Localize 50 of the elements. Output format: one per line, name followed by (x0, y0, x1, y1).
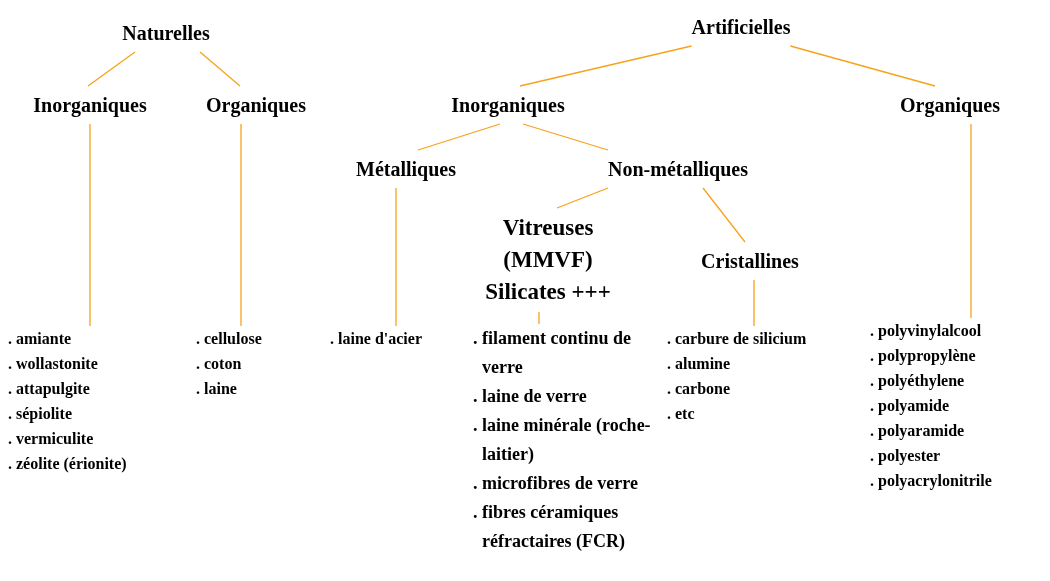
list-item: . carbone (667, 379, 732, 399)
list-item: . amiante (8, 329, 73, 349)
connector-line (395, 187, 397, 327)
list-item: . filament continu de verre (473, 327, 632, 379)
connector-line (522, 123, 609, 151)
list-item: . attapulgite (8, 379, 91, 400)
list-item: . polyaramide (870, 421, 966, 442)
list-item: . laine minérale (roche-laitier) (473, 414, 652, 466)
list-item: . laine (196, 379, 238, 399)
list-item: . polyacrylonitrile (870, 471, 993, 492)
list-item: . alumine (667, 354, 732, 374)
list-item: . microfibres de verre (473, 472, 639, 495)
connector-line (87, 51, 136, 87)
connector-line (417, 123, 501, 151)
connector-line (556, 187, 609, 209)
category-label: Non-métalliques (608, 150, 748, 188)
category-label: Métalliques (356, 150, 456, 188)
list-item: . zéolite (érionite) (8, 454, 128, 474)
category-label: Vitreuses (MMVF) Silicates +++ (468, 208, 628, 312)
list-item: . polypropylène (870, 346, 977, 367)
category-label: Naturelles (122, 14, 210, 52)
connector-line (789, 45, 936, 87)
connector-line (89, 123, 91, 327)
list-item: . carbure de silicium (667, 329, 808, 349)
list-item: . vermiculite (8, 429, 95, 449)
list-item: . fibres céramiques réfractaires (FCR) (473, 501, 627, 553)
category-label: Organiques (206, 86, 306, 124)
list-item: . etc (667, 404, 696, 424)
category-label: Cristallines (701, 242, 799, 280)
category-label: Inorganiques (33, 86, 147, 124)
connector-line (519, 45, 693, 87)
list-item: . polyvinylalcool (870, 321, 983, 342)
list-item: . polyester (870, 446, 942, 467)
list-item: . coton (196, 354, 243, 374)
list-item: . polyéthylene (870, 371, 966, 392)
connector-line (240, 123, 242, 327)
category-label: Artificielles (691, 8, 791, 46)
list-item: . cellulose (196, 329, 263, 349)
list-item: . polyamide (870, 396, 951, 417)
connector-line (538, 311, 540, 325)
list-item: . wollastonite (8, 354, 99, 374)
connector-line (199, 51, 241, 87)
connector-line (753, 279, 755, 327)
list-item: . laine d'acier (330, 329, 423, 349)
category-label: Organiques (900, 86, 1000, 124)
list-item: . laine de verre (473, 385, 588, 408)
connector-line (970, 123, 972, 319)
list-item: . sépiolite (8, 404, 73, 425)
category-label: Inorganiques (451, 86, 565, 124)
connector-line (702, 187, 746, 243)
